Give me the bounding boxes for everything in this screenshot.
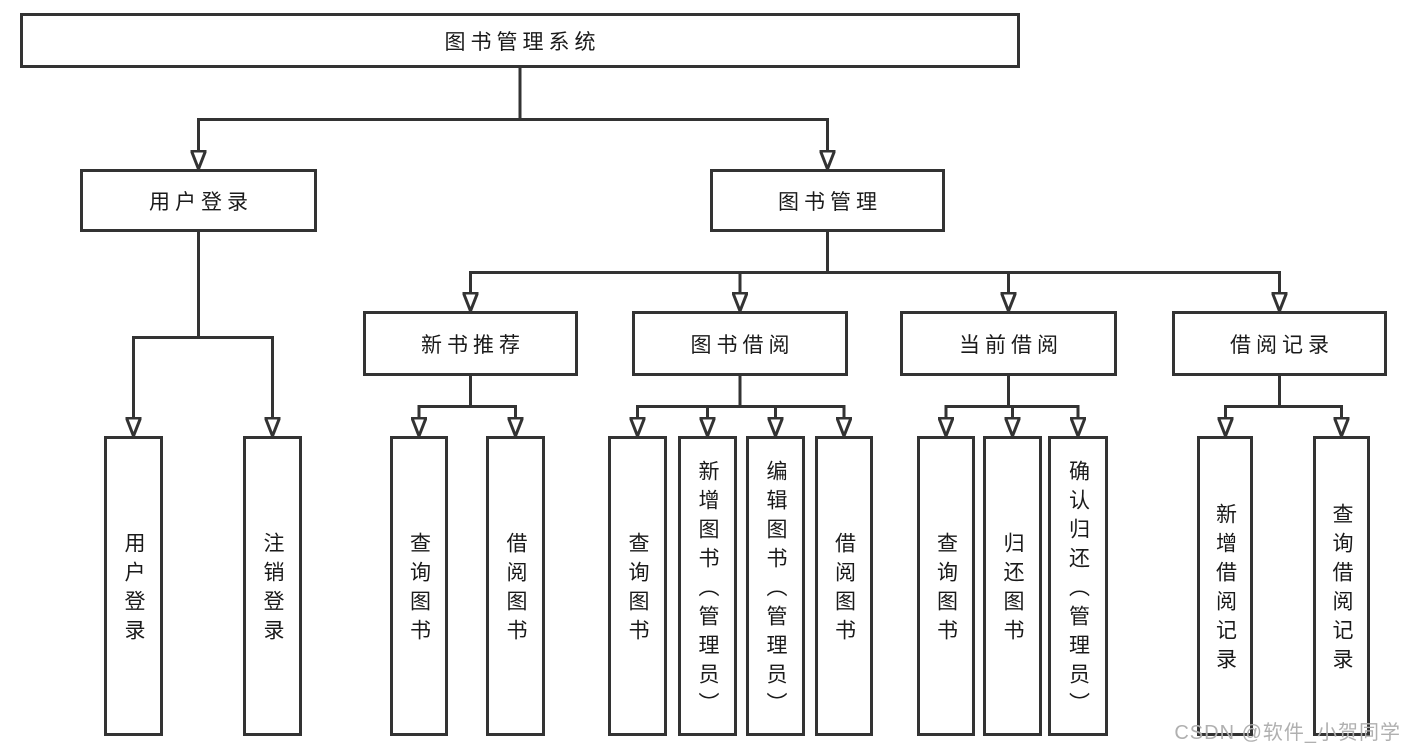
- leaf-add-book-admin: 新增图书（管理员）: [678, 436, 737, 736]
- connector-current-borrow-children: [945, 376, 1080, 418]
- leaf-add-borrow-record: 新增借阅记录: [1197, 436, 1253, 736]
- connector-book-mgmt-to-level3: [469, 232, 1281, 293]
- connector-root-to-level2: [197, 68, 829, 151]
- connector-new-book-rec-children: [418, 376, 518, 418]
- leaf-user-login: 用户登录: [104, 436, 163, 736]
- leaf-logout: 注销登录: [243, 436, 302, 736]
- csdn-watermark: CSDN @软件_小贺同学: [1174, 722, 1401, 744]
- connector-user-login-children: [132, 232, 274, 418]
- leaf-borrow-book: 借阅图书: [815, 436, 873, 736]
- leaf-query-book-current: 查询图书: [917, 436, 975, 736]
- node-borrow-record: 借阅记录: [1172, 311, 1387, 376]
- leaf-borrow-book-rec: 借阅图书: [486, 436, 545, 736]
- connector-book-borrow-children: [636, 376, 846, 418]
- leaf-return-book: 归还图书: [983, 436, 1042, 736]
- leaf-confirm-return-admin: 确认归还（管理员）: [1048, 436, 1108, 736]
- leaf-edit-book-admin: 编辑图书（管理员）: [746, 436, 805, 736]
- leaf-query-book-borrow: 查询图书: [608, 436, 667, 736]
- leaf-query-borrow-record: 查询借阅记录: [1313, 436, 1370, 736]
- node-user-login: 用户登录: [80, 169, 317, 232]
- node-book-borrow: 图书借阅: [632, 311, 848, 376]
- connector-borrow-record-children: [1224, 376, 1343, 418]
- node-new-book-rec: 新书推荐: [363, 311, 578, 376]
- leaf-query-book-rec: 查询图书: [390, 436, 448, 736]
- node-current-borrow: 当前借阅: [900, 311, 1117, 376]
- node-root-system: 图书管理系统: [20, 13, 1020, 68]
- node-book-mgmt: 图书管理: [710, 169, 945, 232]
